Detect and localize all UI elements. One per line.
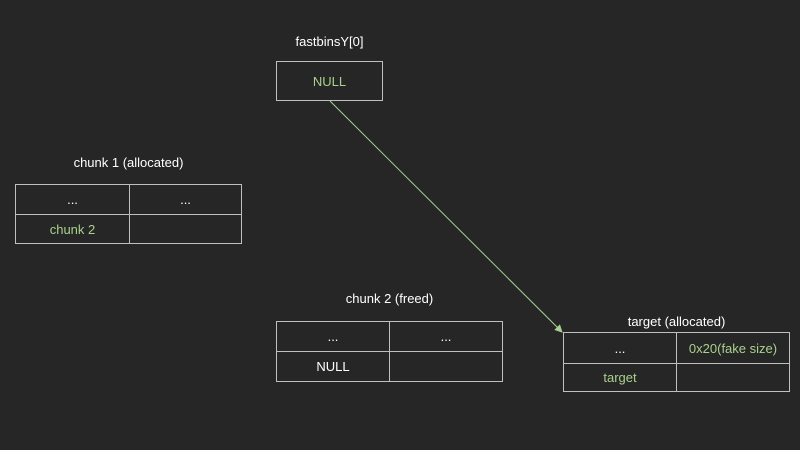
target-cell-3: target — [563, 363, 677, 392]
chunk2-cell-1: ... — [276, 321, 390, 352]
chunk1-cell-3: chunk 2 — [15, 214, 130, 244]
fastbin-to-target-arrow — [329, 100, 563, 333]
fastbin-value-cell: NULL — [276, 61, 383, 101]
chunk2-cell-4 — [389, 351, 503, 382]
chunk1-cell-4 — [129, 214, 242, 244]
chunk1-cell-1: ... — [15, 184, 130, 215]
target-cell-1: ... — [563, 332, 677, 364]
chunk2-cell-3: NULL — [276, 351, 390, 382]
chunk2-cell-2: ... — [389, 321, 503, 352]
target-label: target (allocated) — [627, 314, 726, 329]
chunk1-label: chunk 1 (allocated) — [73, 155, 184, 170]
fastbin-label: fastbinsY[0] — [295, 34, 364, 49]
chunk1-cell-2: ... — [129, 184, 242, 215]
target-cell-2: 0x20(fake size) — [676, 332, 790, 364]
chunk2-label: chunk 2 (freed) — [345, 291, 434, 306]
target-cell-4 — [676, 363, 790, 392]
